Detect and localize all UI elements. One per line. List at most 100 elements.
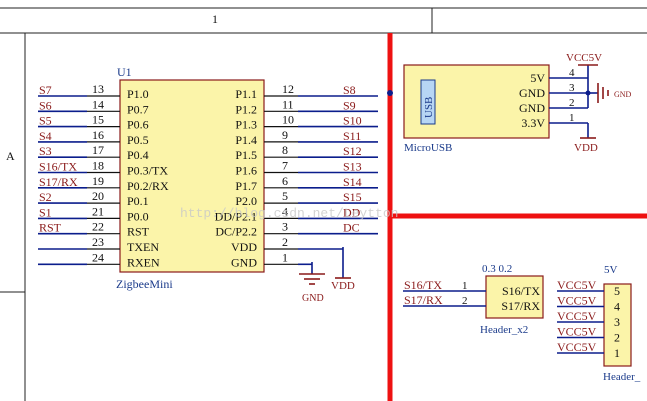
pin-name: P2.0 [235, 194, 257, 208]
u1-designator: U1 [117, 65, 132, 79]
net-label: S15 [343, 190, 362, 204]
pin-number: 13 [92, 82, 104, 96]
pin-number: 5 [614, 284, 620, 298]
net-label: S17/RX [404, 293, 443, 307]
net-label: S16/TX [39, 160, 77, 174]
pin-number: 2 [462, 295, 468, 307]
pin-number: 1 [569, 112, 575, 124]
pin-name: DC/P2.2 [215, 225, 257, 239]
net-label: S3 [39, 144, 52, 158]
pin-name: GND [231, 255, 257, 269]
pin-number: 9 [282, 128, 288, 142]
pin-number: 2 [569, 97, 575, 109]
pin-number: 8 [282, 143, 288, 157]
net-label: S17/RX [39, 175, 78, 189]
pin-number: 3 [569, 82, 575, 94]
pin-number: 22 [92, 220, 104, 234]
pin-number: 21 [92, 204, 104, 218]
usb-connector-icon [420, 79, 436, 125]
sheet-frame: 1 A [0, 7, 647, 401]
pin-number: 10 [282, 113, 294, 127]
pin-name: P1.5 [235, 148, 257, 162]
usb-gnd-symbol [597, 83, 609, 103]
pin-name: P1.4 [235, 133, 257, 147]
pin-name: P1.2 [235, 102, 257, 116]
pin-name: TXEN [127, 240, 159, 254]
net-label: VCC5V [557, 309, 597, 323]
usb-connector-label: USB [423, 97, 435, 118]
pin-number: 4 [282, 204, 288, 218]
net-label: S14 [343, 175, 362, 189]
net-label: S10 [343, 114, 362, 128]
header-x2-body [485, 275, 544, 319]
pin-number: 2 [282, 235, 288, 249]
net-label: S8 [343, 83, 356, 97]
pin-number: 1 [614, 346, 620, 360]
net-label: VCC5V [557, 294, 597, 308]
pin-name: P1.6 [235, 164, 257, 178]
pin-name: P0.7 [127, 102, 149, 116]
pin-name: VDD [231, 240, 257, 254]
u1-vdd-label: VDD [331, 280, 355, 292]
pin-name: 5V [530, 71, 545, 85]
pin-name: P1.1 [235, 87, 257, 101]
pin-name: P0.0 [127, 209, 149, 223]
watermark: http://blog.csdn.net/Leytton [180, 206, 398, 221]
net-label: S11 [343, 129, 361, 143]
u1-gnd-label: GND [302, 293, 324, 304]
pin-number: 15 [92, 113, 104, 127]
header5-body [603, 283, 632, 367]
net-label: DC [343, 221, 360, 235]
pin-number: 5 [282, 189, 288, 203]
net-label: VCC5V [557, 325, 597, 339]
pin-number: 11 [282, 97, 294, 111]
frame-column-number: 1 [212, 12, 218, 26]
usb-gnd-label: GND [614, 90, 632, 99]
net-label: DD [343, 205, 361, 219]
pin-name: GND [519, 86, 545, 100]
net-label: S2 [39, 190, 52, 204]
net-label: VCC5V [557, 340, 597, 354]
usb-vdd-label: VDD [574, 142, 598, 154]
usb-vcc-label: VCC5V [566, 52, 602, 64]
pin-name: P1.7 [235, 179, 257, 193]
pin-name: P1.3 [235, 118, 257, 132]
pin-name: DD/P2.1 [215, 209, 257, 223]
pin-name: GND [519, 101, 545, 115]
pin-number: 18 [92, 159, 104, 173]
net-label: RST [39, 221, 62, 235]
microusb-name: MicroUSB [404, 142, 452, 154]
usb-gnd-junction [585, 90, 591, 96]
pin-name: P0.2/RX [127, 179, 169, 193]
pin-name: P0.5 [127, 133, 149, 147]
net-label: S7 [39, 83, 52, 97]
wire-junction [387, 90, 393, 96]
pin-number: 12 [282, 82, 294, 96]
net-label: S9 [343, 98, 356, 112]
pin-number: 23 [92, 235, 104, 249]
net-label: S13 [343, 160, 362, 174]
pin-number: 14 [92, 97, 104, 111]
pin-number: 3 [282, 220, 288, 234]
pin-name: P0.6 [127, 118, 149, 132]
pin-number: 2 [614, 331, 620, 345]
pin-number: 16 [92, 128, 104, 142]
pin-name: S16/TX [502, 284, 540, 298]
u1-gnd-symbol [299, 273, 325, 285]
pin-number: 19 [92, 174, 104, 188]
pin-number: 24 [92, 250, 104, 264]
pin-name: S17/RX [501, 299, 540, 313]
net-label: S16/TX [404, 278, 442, 292]
net-label: S12 [343, 144, 362, 158]
u1-body [119, 79, 265, 273]
